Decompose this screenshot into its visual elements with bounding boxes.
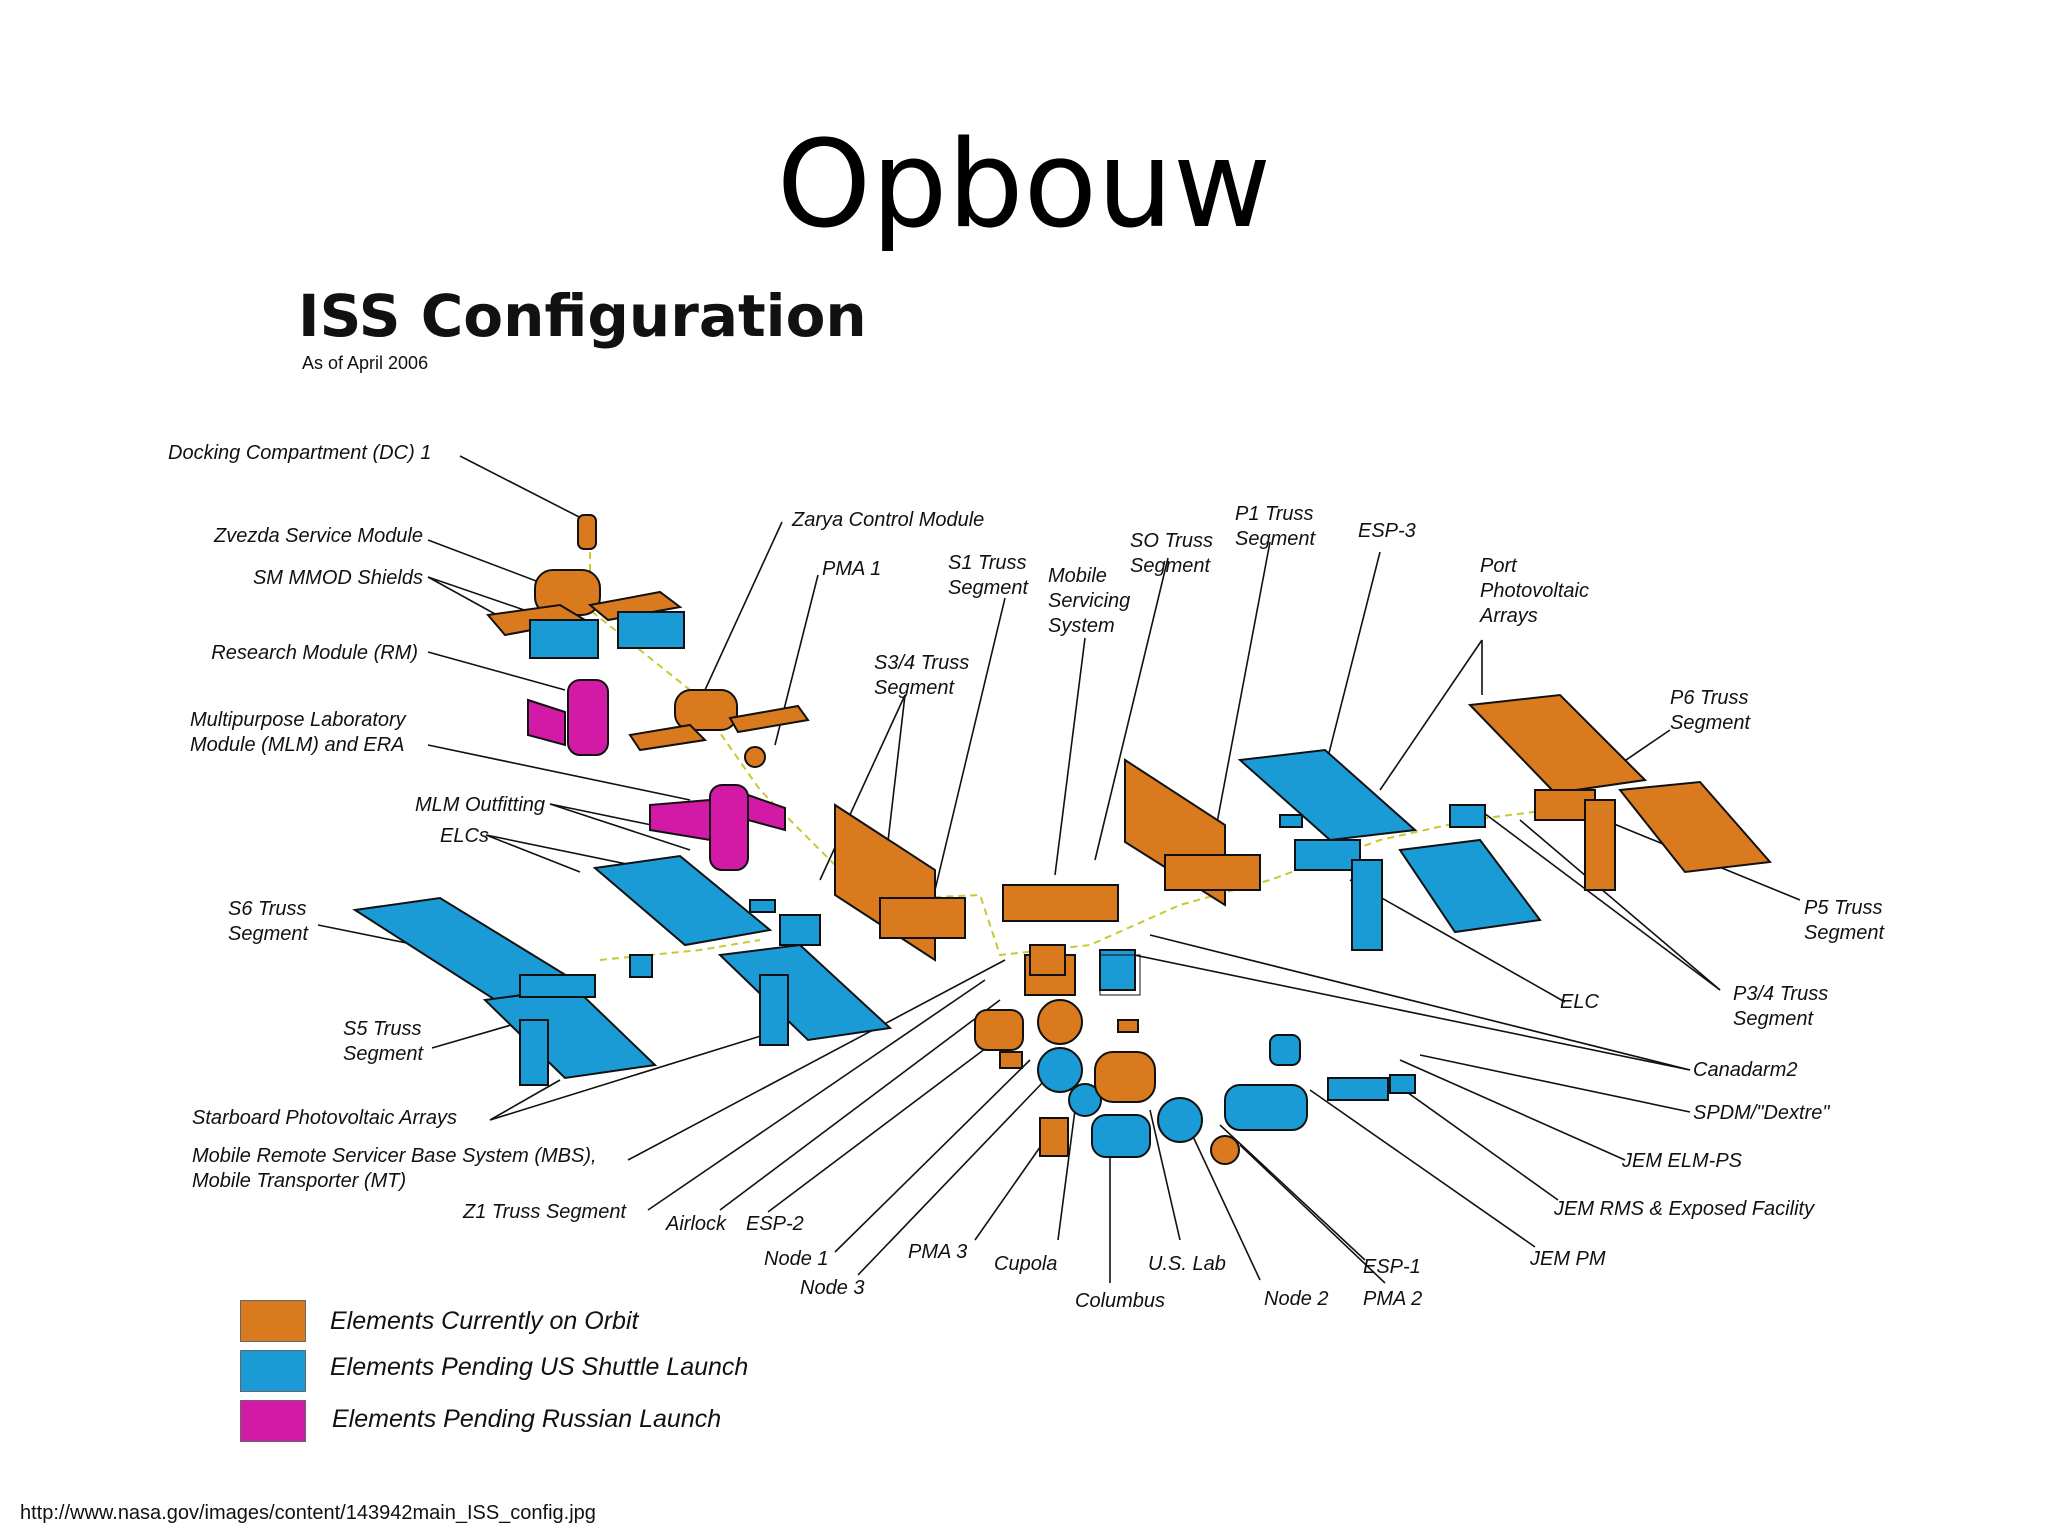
label-s34: S3/4 Truss Segment — [874, 652, 970, 699]
label-docking-compartment: Docking Compartment (DC) 1 — [168, 442, 432, 464]
label-zvezda: Zvezda Service Module — [214, 525, 423, 547]
leader-lines — [317, 455, 1801, 1284]
label-p34: P3/4 Truss Segment — [1733, 983, 1829, 1030]
label-starboard-pv: Starboard Photovoltaic Arrays — [192, 1107, 457, 1129]
label-airlock: Airlock — [666, 1213, 727, 1235]
legend-label-on-orbit: Elements Currently on Orbit — [330, 1307, 639, 1335]
label-pma2: PMA 2 — [1363, 1288, 1423, 1310]
label-spdm: SPDM/"Dextre" — [1693, 1102, 1830, 1124]
label-mss: Mobile Servicing System — [1048, 565, 1131, 637]
label-s5: S5 Truss Segment — [343, 1018, 424, 1065]
label-columbus: Columbus — [1075, 1290, 1166, 1312]
label-z1: Z1 Truss Segment — [463, 1201, 627, 1223]
label-mlm: Multipurpose Laboratory Module (MLM) and… — [190, 709, 406, 756]
label-p6: P6 Truss Segment — [1670, 687, 1751, 734]
label-jem-rms: JEM RMS & Exposed Facility — [1554, 1198, 1815, 1220]
label-node1: Node 1 — [764, 1248, 829, 1270]
diagram-title: ISS Configuration — [298, 282, 867, 350]
legend-swatch-us-shuttle — [240, 1350, 306, 1392]
legend-swatch-russian — [240, 1400, 306, 1442]
legend-swatch-on-orbit — [240, 1300, 306, 1342]
label-node3: Node 3 — [800, 1277, 865, 1299]
label-cupola: Cupola — [994, 1253, 1058, 1275]
label-pma1: PMA 1 — [822, 558, 882, 580]
label-sm-mmod: SM MMOD Shields — [252, 567, 423, 589]
label-research-module: Research Module (RM) — [211, 642, 418, 664]
label-esp1: ESP-1 — [1363, 1256, 1421, 1278]
label-pma3: PMA 3 — [908, 1241, 968, 1263]
label-jem-pm: JEM PM — [1530, 1248, 1606, 1270]
label-p1: P1 Truss Segment — [1235, 503, 1316, 550]
label-canadarm2: Canadarm2 — [1693, 1059, 1798, 1081]
label-p5: P5 Truss Segment — [1804, 897, 1885, 944]
label-elcs: ELCs — [440, 825, 489, 847]
source-url: http://www.nasa.gov/images/content/14394… — [20, 1502, 596, 1524]
label-us-lab: U.S. Lab — [1148, 1253, 1226, 1275]
label-zarya: Zarya Control Module — [792, 509, 985, 531]
legend-label-us-shuttle: Elements Pending US Shuttle Launch — [330, 1353, 749, 1381]
label-node2: Node 2 — [1264, 1288, 1329, 1310]
label-s1: S1 Truss Segment — [948, 552, 1029, 599]
label-mbs: Mobile Remote Servicer Base System (MBS)… — [192, 1145, 597, 1192]
label-mlm-outfitting: MLM Outfitting — [415, 794, 546, 816]
diagram-subtitle: As of April 2006 — [302, 353, 429, 373]
label-esp3: ESP-3 — [1358, 520, 1416, 542]
label-esp2: ESP-2 — [746, 1213, 804, 1235]
label-s0: SO Truss Segment — [1130, 530, 1213, 577]
label-jem-elm: JEM ELM-PS — [1622, 1150, 1743, 1172]
slide-title: Opbouw — [776, 116, 1272, 255]
label-s6: S6 Truss Segment — [228, 898, 309, 945]
label-elc: ELC — [1560, 991, 1599, 1013]
legend-label-russian: Elements Pending Russian Launch — [332, 1405, 722, 1433]
label-port-pv: Port Photovoltaic Arrays — [1480, 555, 1589, 627]
